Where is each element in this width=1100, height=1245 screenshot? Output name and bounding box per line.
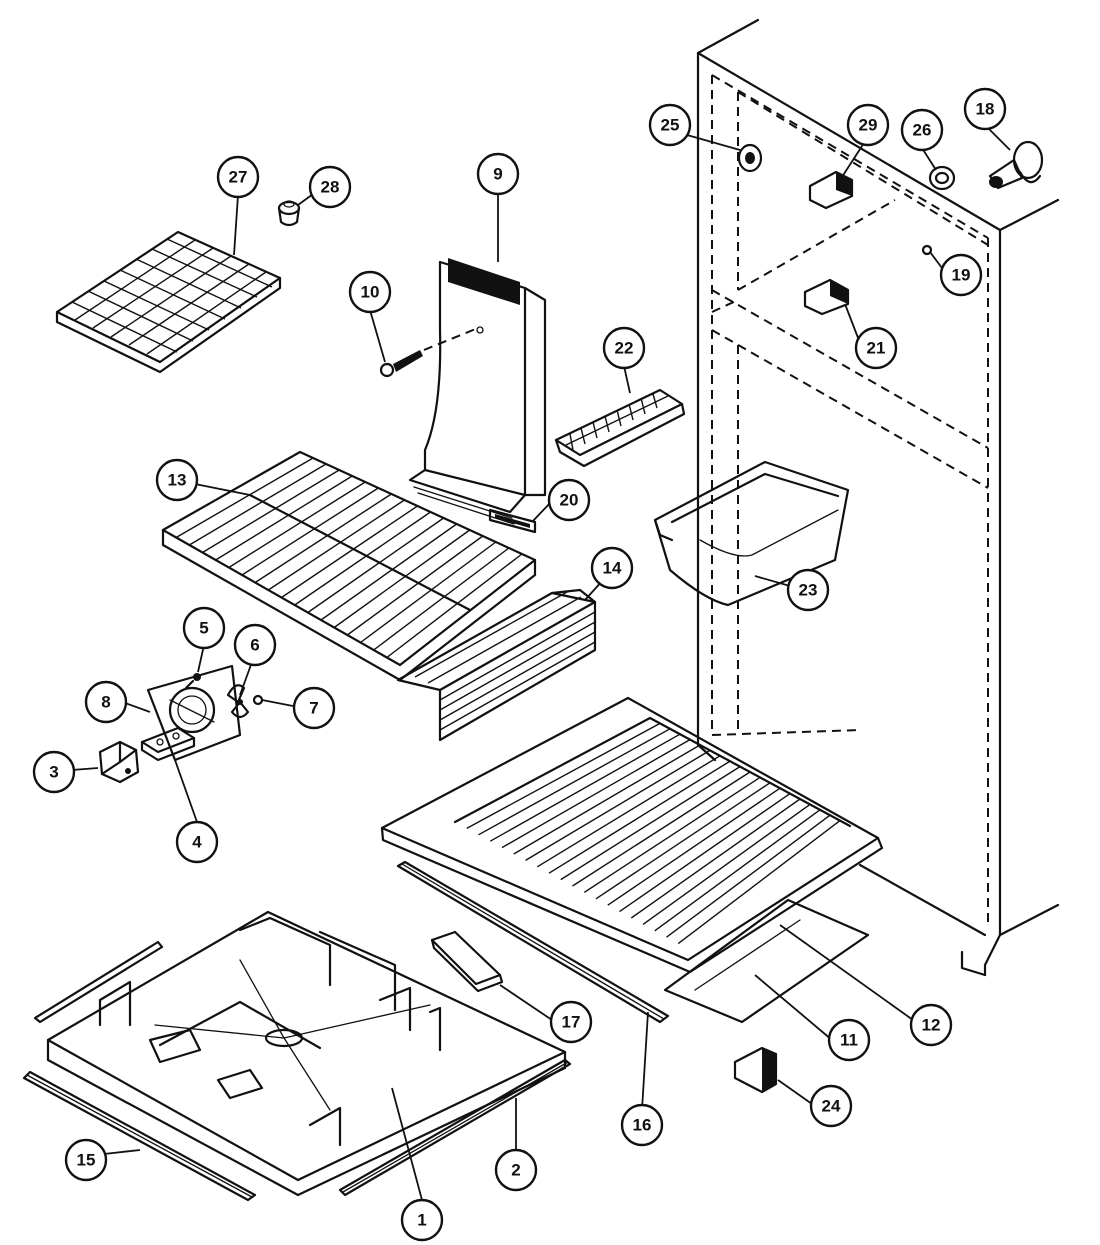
svg-text:29: 29 — [859, 116, 878, 135]
cabinet-liner — [711, 74, 989, 925]
callout-15: 15 — [64, 1138, 108, 1182]
callout-14: 14 — [590, 546, 634, 590]
svg-text:24: 24 — [822, 1097, 841, 1116]
callout-8: 8 — [84, 680, 128, 724]
svg-text:20: 20 — [560, 491, 579, 510]
callout-7: 7 — [292, 686, 336, 730]
upper-bracket — [808, 170, 854, 210]
svg-text:3: 3 — [49, 763, 58, 782]
side-rail-right — [338, 1058, 572, 1197]
thermostat-knob — [988, 140, 1044, 190]
leader-lines — [71, 127, 1011, 1201]
callout-18: 18 — [963, 87, 1007, 131]
callout-21: 21 — [854, 326, 898, 370]
svg-text:1: 1 — [417, 1211, 426, 1230]
svg-text:16: 16 — [633, 1116, 652, 1135]
svg-text:17: 17 — [562, 1013, 581, 1032]
svg-text:26: 26 — [913, 121, 932, 140]
callout-20: 20 — [547, 478, 591, 522]
callout-11: 11 — [827, 1018, 871, 1062]
svg-text:21: 21 — [867, 339, 886, 358]
callout-9: 9 — [476, 152, 520, 196]
callout-4: 4 — [175, 820, 219, 864]
duct-seal — [488, 508, 537, 534]
callout-27: 27 — [216, 155, 260, 199]
svg-text:8: 8 — [101, 693, 110, 712]
callout-12: 12 — [909, 1003, 953, 1047]
trim-strip — [396, 860, 670, 1024]
callout-2: 2 — [494, 1148, 538, 1192]
fan-motor — [98, 740, 140, 784]
lower-bracket — [803, 278, 850, 316]
side-rail-left — [22, 940, 257, 1202]
callout-23: 23 — [786, 568, 830, 612]
svg-text:4: 4 — [192, 833, 202, 852]
air-duct — [408, 258, 547, 525]
fan-washer — [252, 694, 264, 706]
svg-text:11: 11 — [840, 1031, 858, 1050]
callout-26: 26 — [900, 108, 944, 152]
crisper-cover — [380, 696, 884, 974]
callout-10: 10 — [348, 270, 392, 314]
callout-25: 25 — [648, 103, 692, 147]
freezer-wire-shelf — [55, 230, 282, 374]
cover-panel — [663, 898, 870, 1024]
callout-1: 1 — [400, 1198, 444, 1242]
fan-motor-bracket — [146, 664, 242, 762]
callout-24: 24 — [809, 1084, 853, 1128]
svg-text:28: 28 — [321, 178, 340, 197]
svg-text:10: 10 — [361, 283, 380, 302]
clip — [733, 1046, 778, 1094]
callout-13: 13 — [155, 458, 199, 502]
callout-29: 29 — [846, 103, 890, 147]
svg-text:7: 7 — [309, 699, 318, 718]
svg-text:15: 15 — [77, 1151, 96, 1170]
svg-text:9: 9 — [493, 165, 502, 184]
shelf-knob — [277, 200, 301, 227]
ice-cube-tray — [554, 388, 686, 468]
light-socket-cover — [737, 143, 763, 173]
small-screw — [921, 244, 933, 256]
callout-3: 3 — [32, 750, 76, 794]
svg-text:18: 18 — [976, 100, 995, 119]
callout-19: 19 — [939, 253, 983, 297]
fan-blade — [226, 684, 250, 719]
evaporator-cover — [396, 588, 597, 742]
svg-text:2: 2 — [511, 1161, 520, 1180]
callouts: 1 2 3 4 5 6 7 8 9 10 11 12 13 14 15 16 1… — [32, 87, 1007, 1242]
svg-text:23: 23 — [799, 581, 818, 600]
svg-text:13: 13 — [168, 471, 187, 490]
crisper-pan — [653, 460, 850, 607]
callout-28: 28 — [308, 165, 352, 209]
screw — [379, 327, 479, 378]
motor-mount — [140, 726, 196, 762]
crisper-housing — [46, 910, 567, 1197]
drip-tray — [430, 930, 504, 993]
svg-text:5: 5 — [199, 619, 208, 638]
callout-22: 22 — [602, 326, 646, 370]
svg-text:19: 19 — [952, 266, 971, 285]
svg-text:25: 25 — [661, 116, 680, 135]
callout-17: 17 — [549, 1000, 593, 1044]
freezer-rack — [161, 450, 537, 682]
callout-16: 16 — [620, 1103, 664, 1147]
svg-text:14: 14 — [603, 559, 622, 578]
grommet — [928, 165, 956, 191]
fan-screw — [184, 673, 201, 690]
svg-text:12: 12 — [922, 1016, 941, 1035]
callout-6: 6 — [233, 623, 277, 667]
callout-5: 5 — [182, 606, 226, 650]
svg-text:27: 27 — [229, 168, 248, 187]
svg-text:22: 22 — [615, 339, 634, 358]
svg-text:6: 6 — [250, 636, 259, 655]
